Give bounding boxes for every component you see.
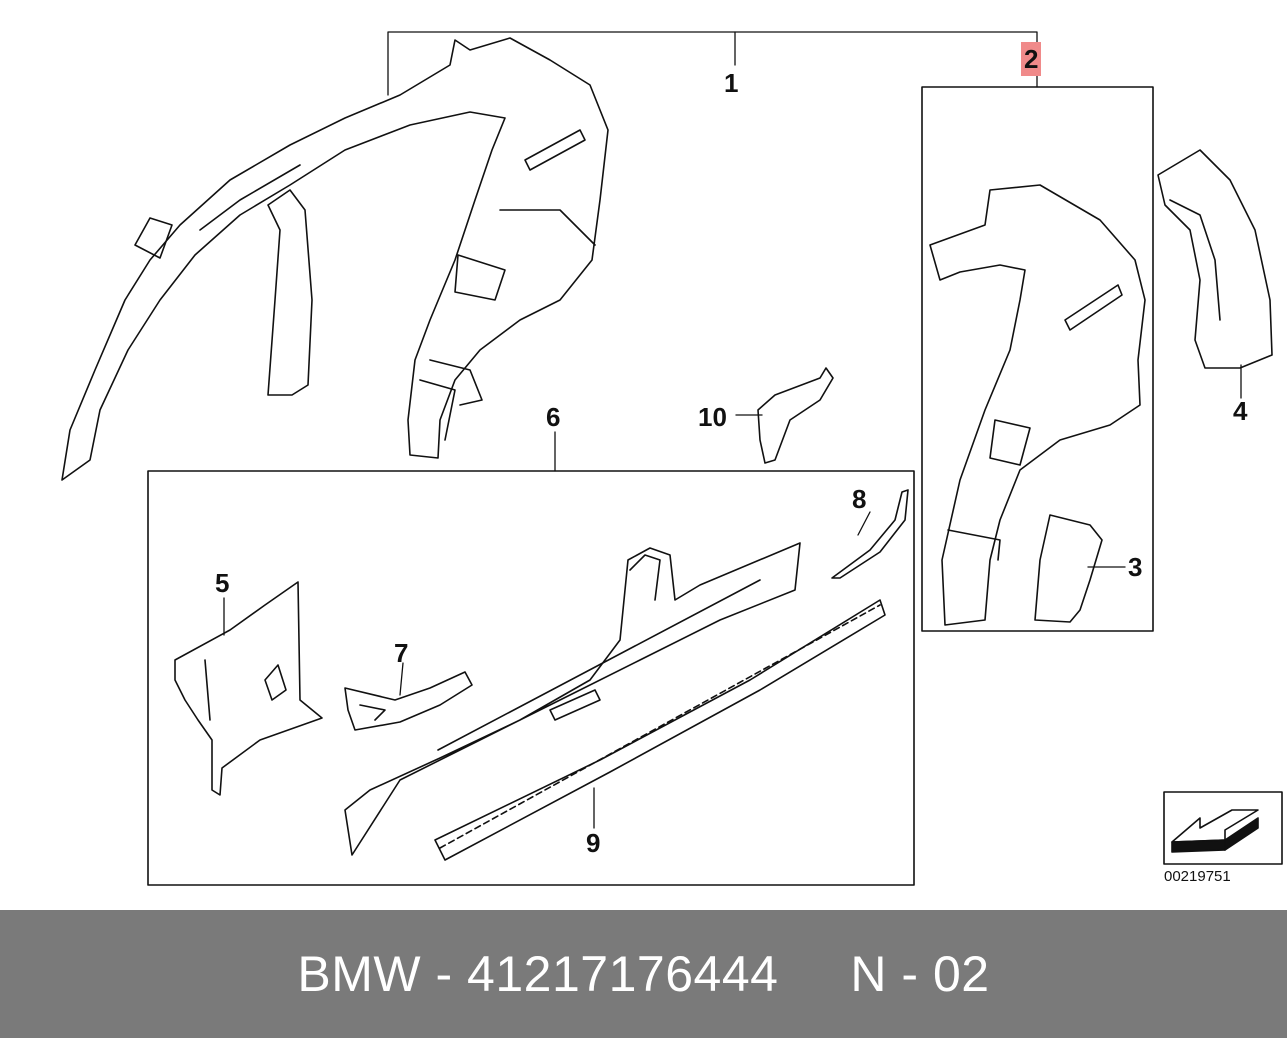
- group-box-2: [921, 86, 1154, 632]
- part-6-side-sill: [344, 542, 801, 856]
- brand-label: BMW: [297, 946, 422, 1002]
- parts-diagram: [61, 31, 1283, 886]
- callout-5: 5: [215, 568, 230, 598]
- part-number: 41217176444: [467, 946, 779, 1002]
- callout-2: 2: [1021, 42, 1042, 76]
- direction-arrow-icon: [1163, 791, 1283, 865]
- part-1-side-frame: [61, 37, 609, 481]
- part-10-bracket: [757, 367, 834, 464]
- callout-10: 10: [698, 402, 727, 432]
- part-8-bracket: [831, 489, 909, 579]
- callout-1: 1: [724, 68, 739, 98]
- spacer: [778, 945, 850, 1003]
- callout-9: 9: [586, 828, 601, 858]
- callout-8: 8: [852, 484, 867, 514]
- diagram-code: N - 02: [850, 946, 990, 1002]
- diagram-reference-code: 00219751: [1164, 868, 1231, 885]
- separator: -: [421, 946, 468, 1002]
- leader-lines: [223, 31, 1242, 829]
- part-info-banner: BMW - 41217176444 N - 02: [0, 910, 1287, 1038]
- part-7-bracket: [344, 671, 473, 731]
- group-box-6: [147, 470, 915, 886]
- callout-4: 4: [1233, 396, 1248, 426]
- part-9-sill-rail: [434, 599, 886, 861]
- callout-7: 7: [394, 638, 409, 668]
- callout-6: 6: [546, 402, 561, 432]
- part-5-reinforcement: [174, 581, 323, 796]
- part-4-wheel-arch: [1157, 149, 1273, 369]
- part-3-panel: [1034, 514, 1103, 623]
- callout-3: 3: [1128, 552, 1143, 582]
- part-2-quarter-panel: [929, 184, 1146, 626]
